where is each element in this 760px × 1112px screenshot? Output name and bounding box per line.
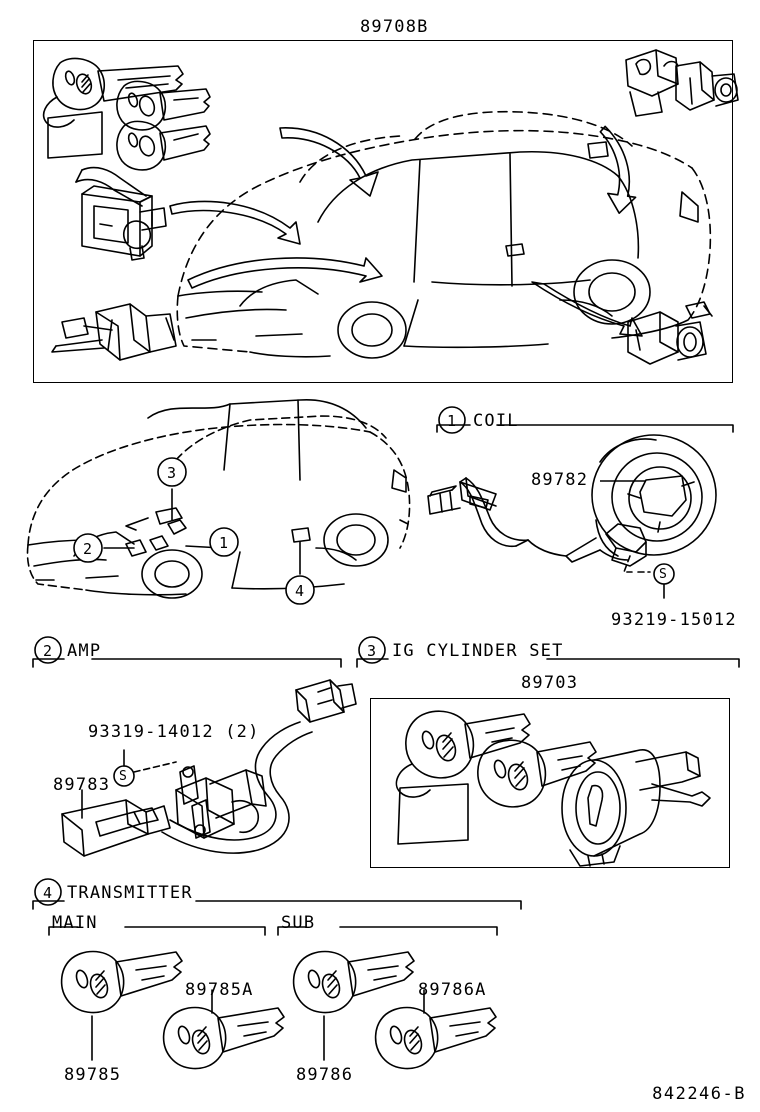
top-part-label: 89708B [360, 17, 429, 37]
panel-title-transmitter: TRANSMITTER [67, 883, 193, 903]
part-label-89785: 89785 [64, 1065, 122, 1085]
panel-title-amp: AMP [67, 641, 102, 661]
group-label-sub: SUB [281, 913, 316, 933]
part-label-89783: 89783 [53, 775, 111, 795]
part-label-89786A: 89786A [418, 980, 487, 1000]
top-illustration-panel [33, 40, 733, 383]
panel-title-ig-cylinder-set: IG CYLINDER SET [392, 641, 564, 661]
panel-callout-2: 2 [43, 642, 54, 660]
panel-title-coil: COIL [473, 411, 519, 431]
part-label-89786: 89786 [296, 1065, 354, 1085]
location-callout-3: 3 [167, 464, 178, 482]
location-callout-1: 1 [219, 534, 230, 552]
diagram-footer-code: 842246-B [652, 1084, 746, 1104]
part-label-93219-15012: 93219-15012 [611, 610, 737, 630]
group-label-main: MAIN [52, 913, 98, 933]
part-label-89782: 89782 [531, 470, 589, 490]
location-callout-2: 2 [83, 540, 94, 558]
location-callout-4: 4 [295, 582, 306, 600]
part-label-93319-14012: 93319-14012 (2) [88, 722, 260, 742]
ig-cylinder-set-box [370, 698, 730, 868]
screw-marker-s-amp: S [119, 769, 128, 784]
part-label-89703: 89703 [521, 673, 579, 693]
screw-marker-s-coil: S [659, 567, 668, 582]
part-label-89785A: 89785A [185, 980, 254, 1000]
panel-callout-4: 4 [43, 884, 54, 902]
panel-callout-3: 3 [367, 642, 378, 660]
panel-callout-1: 1 [447, 412, 458, 430]
